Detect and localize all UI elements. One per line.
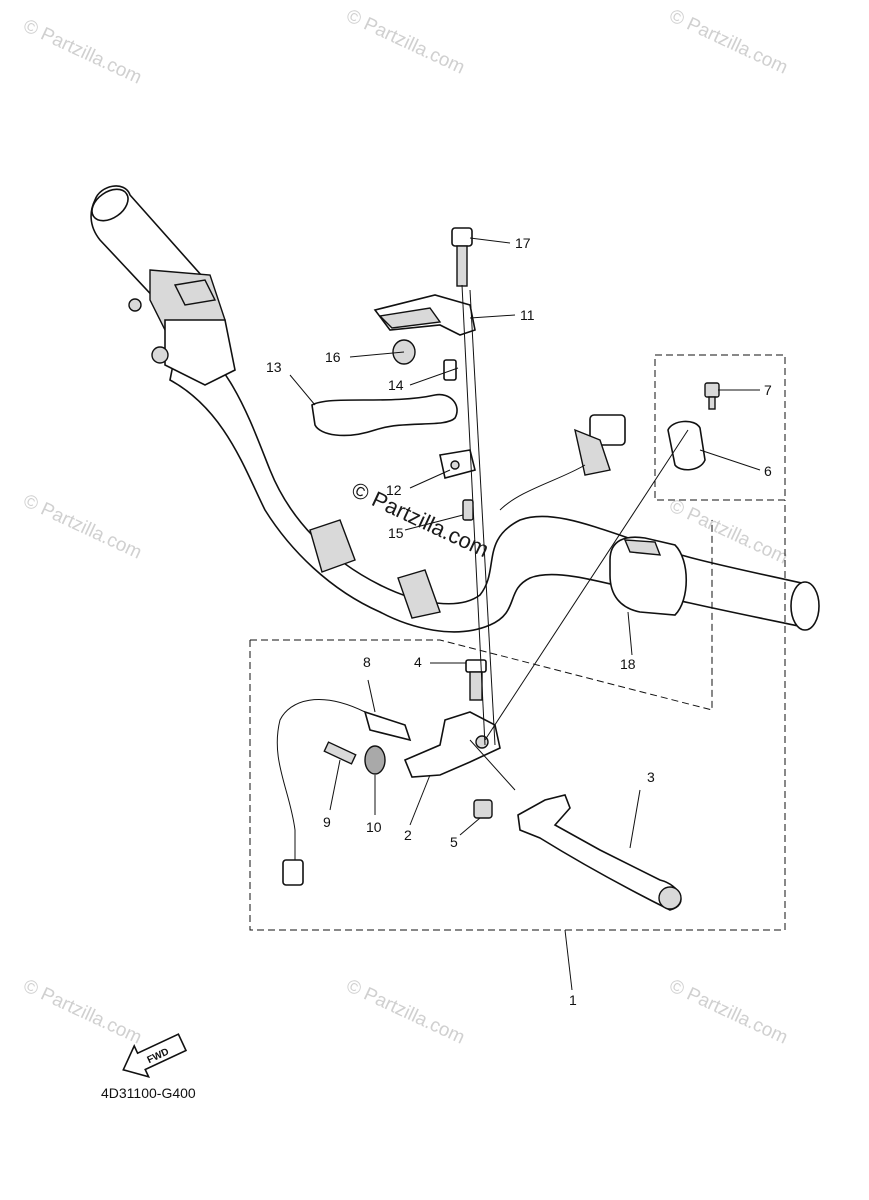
callout-12: 12 [386, 482, 402, 498]
callout-16: 16 [325, 349, 341, 365]
left-grip-assembly [90, 185, 236, 386]
callout-4: 4 [414, 654, 422, 670]
part-11-holder [373, 294, 476, 336]
callout-10: 10 [366, 819, 382, 835]
part-6-clamp [667, 420, 706, 471]
group-outlines [249, 354, 786, 931]
callout-15: 15 [388, 525, 404, 541]
watermark-top-center: © Partzilla.com [343, 5, 468, 78]
callout-5: 5 [450, 834, 458, 850]
callout-2: 2 [404, 827, 412, 843]
part-18-switch [609, 536, 688, 616]
callout-6: 6 [764, 463, 772, 479]
callout-18: 18 [620, 656, 636, 672]
leader-lines [289, 237, 761, 991]
watermark-top-right: © Partzilla.com [666, 5, 791, 78]
part-2-holder [403, 711, 501, 778]
part-10-nut [364, 745, 386, 775]
handlebar-end [790, 581, 820, 631]
part-8-switch [276, 699, 412, 831]
part-9-adjuster [323, 741, 357, 765]
callout-9: 9 [323, 814, 331, 830]
callout-7: 7 [764, 382, 772, 398]
watermark-top-left: © Partzilla.com [20, 15, 145, 88]
watermark-mid-left: © Partzilla.com [20, 490, 145, 563]
callout-3: 3 [647, 769, 655, 785]
handlebar [169, 328, 820, 633]
callout-13: 13 [266, 359, 282, 375]
callout-14: 14 [388, 377, 404, 393]
part-7-screw [704, 382, 720, 410]
part-12-plate [439, 449, 476, 479]
part-13-lever [311, 393, 458, 437]
connector-bottom [282, 830, 304, 886]
callout-11: 11 [520, 307, 535, 323]
callout-17: 17 [515, 235, 531, 251]
callout-8: 8 [363, 654, 371, 670]
callout-labels: 17 11 16 13 14 12 15 7 6 18 8 4 9 10 2 5… [266, 235, 772, 1008]
part-5-nut [473, 799, 493, 819]
switch-wiring [499, 414, 626, 511]
watermark-bottom-right: © Partzilla.com [666, 975, 791, 1048]
fwd-arrow-icon: FWD [122, 1033, 188, 1078]
part-4-bolt [465, 659, 487, 701]
part-3-lever [517, 794, 682, 911]
part-14-collar [443, 359, 457, 381]
watermark-bottom-center: © Partzilla.com [343, 975, 468, 1048]
diagram-code: 4D31100-G400 [101, 1085, 196, 1101]
callout-1: 1 [569, 992, 577, 1008]
knurl-right [397, 569, 441, 619]
part-15-screw [462, 499, 474, 521]
part-17-bolt [451, 227, 473, 287]
knurl-left [309, 519, 356, 573]
watermark-bottom-left: © Partzilla.com [20, 975, 145, 1048]
